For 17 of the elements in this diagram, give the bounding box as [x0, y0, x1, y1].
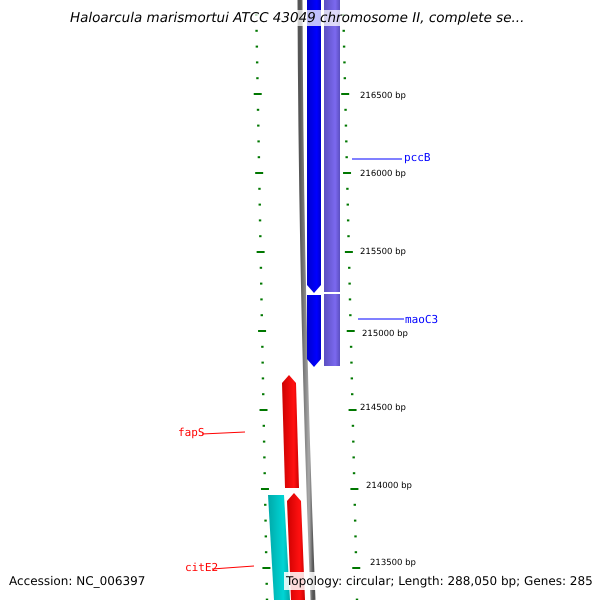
position-label: 216500 bp [360, 91, 406, 101]
leader-line [358, 318, 404, 320]
gene-label: maoC3 [405, 313, 438, 326]
gene-label: citE2 [185, 561, 218, 574]
gene-label: pccB [404, 151, 430, 164]
position-label: 214500 bp [360, 403, 406, 413]
leader-line [212, 566, 254, 570]
position-label: 215500 bp [360, 247, 406, 257]
gene-label: fapS [178, 426, 204, 439]
leader-line [202, 432, 246, 434]
position-label: 214000 bp [366, 481, 412, 491]
position-label: 216000 bp [360, 169, 406, 179]
accession-label: Accession: NC_006397 [9, 574, 146, 588]
leader-line [352, 158, 402, 160]
position-label: 215000 bp [362, 329, 408, 339]
topology-label: Topology: circular; Length: 288,050 bp; Genes: 285 [284, 572, 595, 590]
position-label: 213500 bp [370, 558, 416, 568]
